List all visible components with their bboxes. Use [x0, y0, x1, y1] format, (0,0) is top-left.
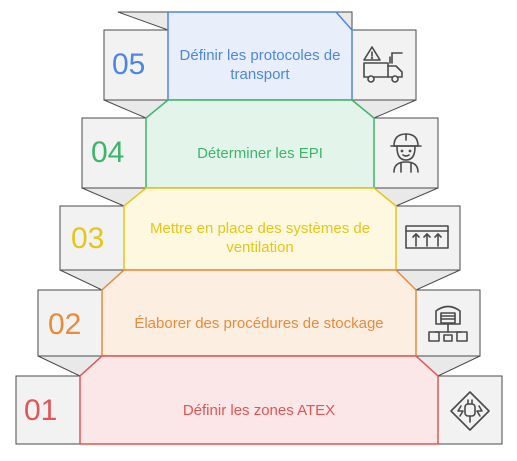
step-01-number: 01	[24, 394, 58, 427]
step-02-left-side	[37, 289, 103, 357]
step-05-number: 05	[112, 48, 146, 81]
step-01-label-text: Définir les zones ATEX	[182, 401, 336, 419]
step-02-number: 02	[48, 308, 82, 341]
step-05-label-text: Définir les protocoles de transport	[179, 47, 341, 83]
step-04-label: Déterminer les EPI	[152, 118, 368, 188]
storage-warehouse-icon	[428, 305, 468, 342]
step-01-right-side	[437, 375, 503, 445]
step-04-label-text: Déterminer les EPI	[197, 144, 323, 162]
hazard-truck-icon	[363, 46, 403, 83]
step-01-label: Définir les zones ATEX	[92, 376, 426, 444]
step-04-shapes	[81, 99, 439, 189]
step-04-right-side	[373, 117, 439, 189]
step-02-label-text: Élaborer des procédures de stockage	[134, 314, 384, 332]
ventilation-icon	[405, 225, 449, 249]
step-05-left-side	[103, 29, 169, 101]
step-03-number: 03	[71, 222, 105, 255]
step-05-shapes	[103, 11, 417, 101]
step-03-label: Mettre en place des systèmes de ventilat…	[132, 206, 388, 270]
atex-zone-icon	[450, 391, 490, 431]
step-03-label-text: Mettre en place des systèmes de ventilat…	[149, 220, 371, 256]
step-01-shapes	[15, 355, 503, 445]
step-02-label: Élaborer des procédures de stockage	[112, 290, 406, 356]
step-03-left-side	[59, 205, 125, 271]
worker-helmet-icon	[390, 133, 422, 173]
step-01-panel	[79, 355, 439, 445]
step-05-label: Définir les protocoles de transport	[175, 30, 345, 100]
step-04-number: 04	[91, 136, 125, 169]
step-03-shapes	[59, 187, 461, 271]
step-05-panel	[167, 11, 353, 101]
step-01-left-side	[15, 375, 81, 445]
